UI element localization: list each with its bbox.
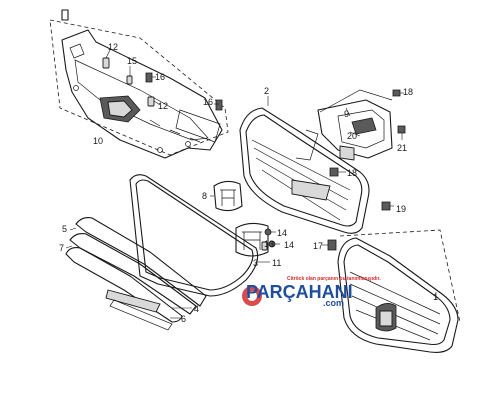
callout-3: 3 bbox=[253, 258, 258, 268]
bracket-part-9 bbox=[295, 89, 393, 161]
callout-15: 15 bbox=[127, 56, 137, 66]
callout-14b: 14 bbox=[284, 240, 294, 250]
bolt-17-icon bbox=[327, 239, 337, 251]
callout-10: 10 bbox=[93, 136, 103, 146]
bolt-16-icon bbox=[145, 72, 153, 83]
callout-14a: 14 bbox=[277, 228, 287, 238]
fasteners-center bbox=[261, 228, 280, 251]
callout-20: 20 bbox=[347, 131, 357, 141]
trim-frame-part-11 bbox=[129, 174, 270, 297]
callout-labels: 1 2 3 4 5 6 7 8 9 10 11 12 12 13 14 14 1… bbox=[59, 42, 438, 324]
lower-trims-left bbox=[65, 217, 207, 331]
callout-18a: 18 bbox=[403, 87, 413, 97]
callout-1: 1 bbox=[433, 292, 438, 302]
watermark-brand: PARÇAHANI bbox=[246, 282, 353, 302]
trim-part-6-frame bbox=[65, 247, 183, 323]
nut-12-icon bbox=[102, 57, 110, 69]
fasteners-right bbox=[329, 89, 406, 211]
bolt-18a-icon bbox=[392, 89, 401, 97]
bolt-19-icon bbox=[381, 201, 391, 211]
callout-16b: 16 bbox=[203, 97, 213, 107]
callout-21: 21 bbox=[397, 143, 407, 153]
emblem-part-8 bbox=[210, 180, 243, 212]
watermark-domain: .com bbox=[323, 298, 344, 308]
clip-14a-icon bbox=[264, 228, 272, 236]
clip-top-icon bbox=[61, 9, 69, 21]
callout-6: 6 bbox=[181, 314, 186, 324]
watermark-logo: Citröck olan parçanın bu tanımlanışıdır.… bbox=[242, 276, 381, 308]
callout-11: 11 bbox=[272, 258, 281, 268]
grille-part-1 bbox=[337, 229, 461, 353]
callout-18b: 18 bbox=[347, 168, 357, 178]
callout-19: 19 bbox=[396, 204, 406, 214]
callout-5: 5 bbox=[62, 224, 67, 234]
nut-12b-icon bbox=[147, 96, 155, 107]
bolt-16b-icon bbox=[215, 99, 223, 111]
clip-15-icon bbox=[126, 75, 133, 85]
clip-13-icon bbox=[261, 241, 268, 251]
callout-17: 17 bbox=[313, 241, 323, 251]
emblem-part-3 bbox=[235, 222, 269, 257]
fasteners-top bbox=[102, 49, 223, 111]
sensor-20-icon bbox=[339, 145, 355, 161]
bolt-18b-icon bbox=[329, 167, 339, 177]
callout-12a: 12 bbox=[108, 42, 118, 52]
callout-16a: 16 bbox=[155, 72, 165, 82]
callout-2: 2 bbox=[264, 86, 269, 96]
fastener-17 bbox=[322, 239, 337, 251]
watermark-tagline: Citröck olan parçanın bu tanımlanışıdır. bbox=[287, 276, 381, 282]
bolt-21-icon bbox=[397, 125, 406, 134]
trim-part-7 bbox=[69, 233, 197, 315]
trim-part-5 bbox=[75, 217, 207, 307]
callout-12b: 12 bbox=[158, 101, 168, 111]
grille-part-2 bbox=[239, 96, 370, 234]
callout-9: 9 bbox=[344, 109, 349, 119]
trim-part-4 bbox=[105, 289, 161, 313]
upper-panel-part-10 bbox=[49, 9, 229, 159]
callout-7: 7 bbox=[59, 243, 64, 253]
callout-8: 8 bbox=[202, 191, 207, 201]
callout-13: 13 bbox=[264, 239, 274, 249]
callout-4: 4 bbox=[194, 304, 199, 314]
